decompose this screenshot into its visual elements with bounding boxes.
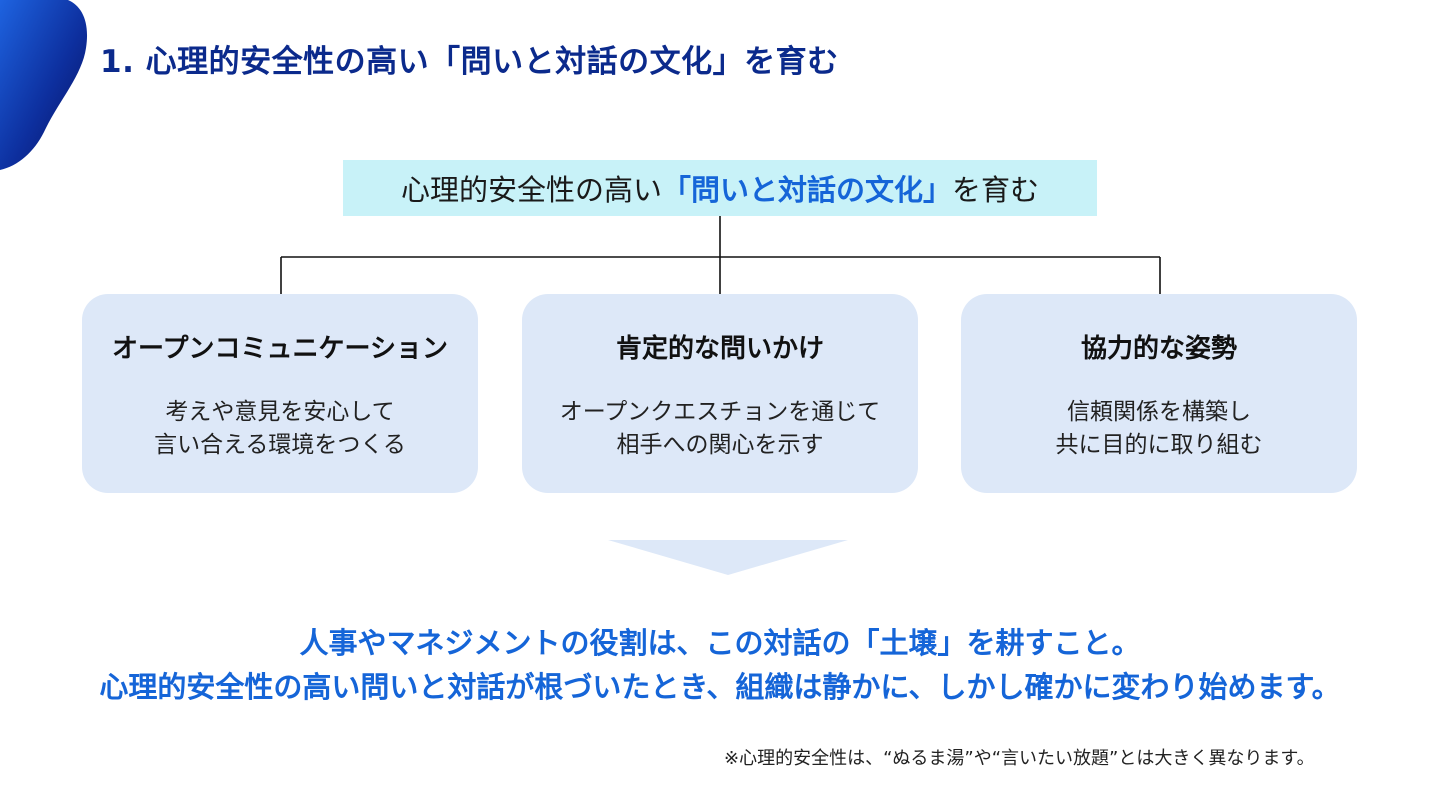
corner-decoration: [0, 0, 88, 170]
card-description: 信頼関係を構築し 共に目的に取り組む: [961, 396, 1357, 462]
card-positive-questions: 肯定的な問いかけ オープンクエスチョンを通じて 相手への関心を示す: [522, 294, 918, 493]
card-description: 考えや意見を安心して 言い合える環境をつくる: [82, 396, 478, 462]
card-desc-line: 相手への関心を示す: [616, 432, 824, 458]
page-title: 1. 心理的安全性の高い「問いと対話の文化」を育む: [100, 44, 839, 80]
card-title: オープンコミュニケーション: [112, 334, 448, 364]
card-desc-line: オープンクエスチョンを通じて: [559, 399, 881, 425]
footnote: ※心理的安全性は、“ぬるま湯”や“言いたい放題”とは大きく異なります。: [724, 748, 1315, 769]
card-title: 肯定的な問いかけ: [615, 334, 824, 364]
card-desc-line: 信頼関係を構築し: [1067, 399, 1251, 425]
root-highlight: 「問いと対話の文化」: [661, 173, 952, 207]
conclusion-line-1: 人事やマネジメントの役割は、この対話の「土壌」を耕すこと。: [299, 626, 1141, 660]
card-cooperative-attitude: 協力的な姿勢 信頼関係を構築し 共に目的に取り組む: [961, 294, 1357, 493]
conclusion-line-2: 心理的安全性の高い問いと対話が根づいたとき、組織は静かに、しかし確かに変わり始め…: [99, 670, 1341, 704]
card-title: 協力的な姿勢: [1080, 334, 1237, 364]
card-desc-line: 言い合える環境をつくる: [154, 432, 406, 458]
card-description: オープンクエスチョンを通じて 相手への関心を示す: [522, 396, 918, 462]
card-open-communication: オープンコミュニケーション 考えや意見を安心して 言い合える環境をつくる: [82, 294, 478, 493]
card-desc-line: 考えや意見を安心して: [165, 399, 395, 425]
root-node: 心理的安全性の高い「問いと対話の文化」を育む: [343, 160, 1097, 216]
card-desc-line: 共に目的に取り組む: [1055, 432, 1263, 458]
root-prefix: 心理的安全性の高い: [400, 173, 662, 207]
root-suffix: を育む: [952, 173, 1040, 207]
down-arrow-icon: [608, 540, 848, 575]
